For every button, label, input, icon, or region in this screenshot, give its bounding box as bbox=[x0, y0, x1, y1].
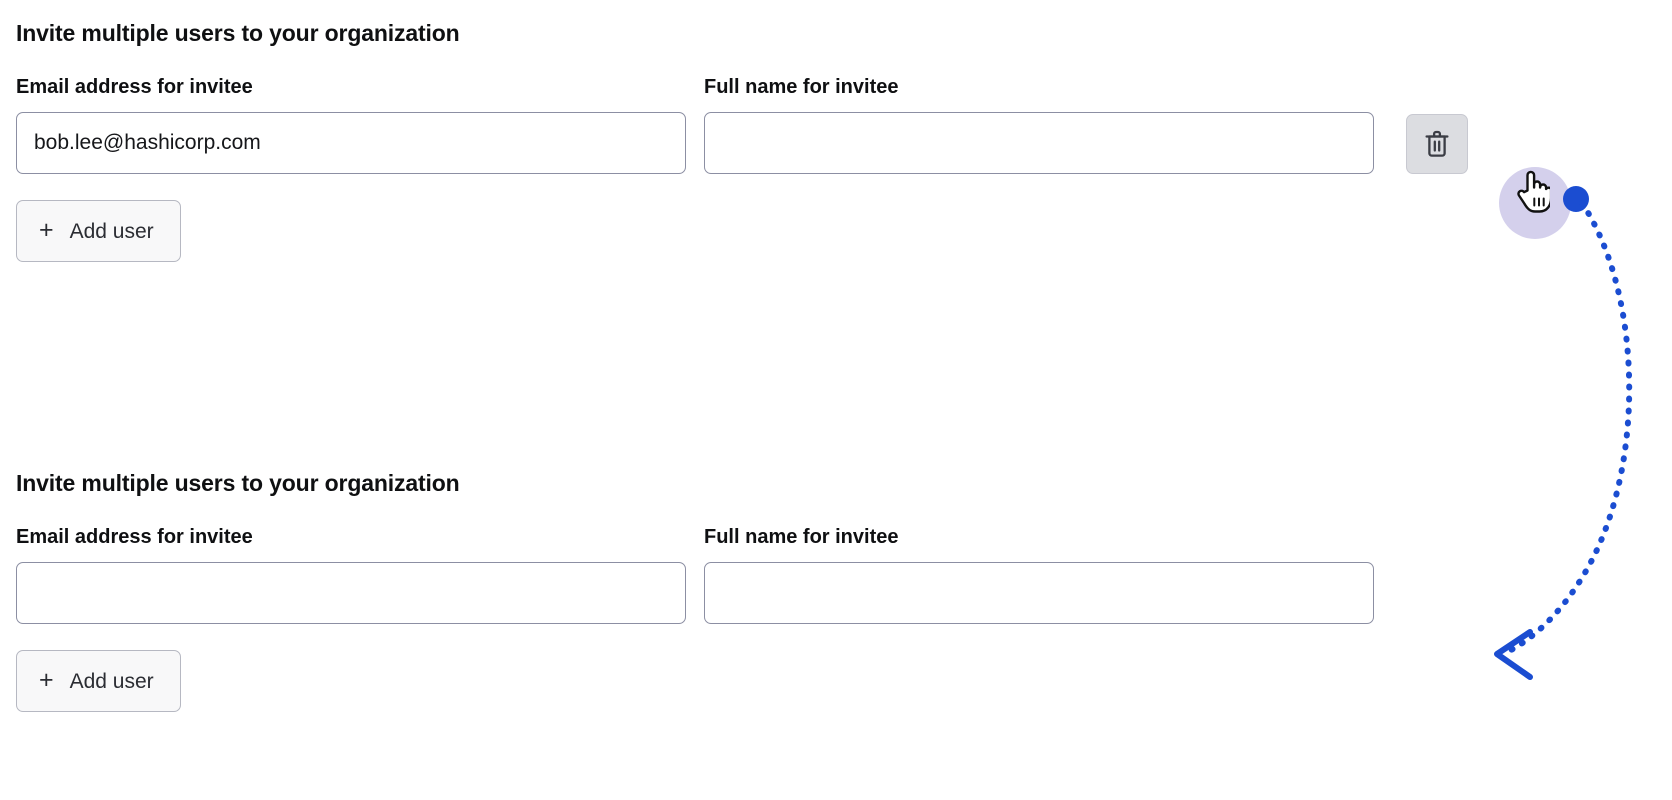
add-user-button[interactable]: + Add user bbox=[16, 200, 181, 262]
add-user-button-label-secondary: Add user bbox=[69, 669, 154, 693]
page-title: Invite multiple users to your organizati… bbox=[16, 20, 460, 46]
plus-icon: + bbox=[39, 215, 54, 244]
email-field-label-secondary: Email address for invitee bbox=[16, 526, 253, 548]
fullname-input-secondary[interactable] bbox=[704, 562, 1374, 624]
add-user-button-label: Add user bbox=[69, 219, 154, 243]
trash-icon bbox=[1423, 129, 1451, 159]
delete-invitee-button[interactable] bbox=[1406, 114, 1468, 174]
plus-icon-secondary: + bbox=[39, 665, 54, 694]
email-field-group-secondary: Email address for invitee bbox=[16, 525, 686, 624]
cursor-highlight-halo bbox=[1499, 167, 1571, 239]
add-user-button-secondary[interactable]: + Add user bbox=[16, 650, 181, 712]
invitee-fields-row-secondary: Email address for invitee Full name for … bbox=[16, 525, 1374, 624]
click-target-dot bbox=[1563, 186, 1589, 212]
fullname-field-label-secondary: Full name for invitee bbox=[704, 526, 899, 548]
email-input-secondary[interactable] bbox=[16, 562, 686, 624]
email-field-label: Email address for invitee bbox=[16, 76, 253, 98]
invitee-fields-row: Email address for invitee Full name for … bbox=[16, 75, 1468, 174]
email-input[interactable] bbox=[16, 112, 686, 174]
invite-block-top: Invite multiple users to your organizati… bbox=[16, 18, 1468, 262]
email-field-group: Email address for invitee bbox=[16, 75, 686, 174]
fullname-field-label: Full name for invitee bbox=[704, 76, 899, 98]
page-title-secondary: Invite multiple users to your organizati… bbox=[16, 470, 460, 496]
fullname-field-group: Full name for invitee bbox=[704, 75, 1374, 174]
invite-block-bottom: Invite multiple users to your organizati… bbox=[16, 468, 1374, 712]
mouse-cursor-pointer-icon bbox=[1517, 170, 1550, 213]
fullname-input[interactable] bbox=[704, 112, 1374, 174]
fullname-field-group-secondary: Full name for invitee bbox=[704, 525, 1374, 624]
